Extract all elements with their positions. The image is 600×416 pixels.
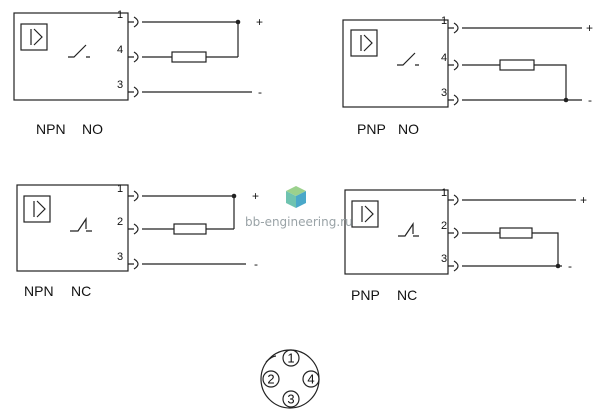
diagram-npn-no: 1 4 3 + - NPN NO bbox=[13, 9, 263, 137]
connector-pinout: 1 2 3 4 bbox=[260, 349, 320, 409]
connector-pin-2 bbox=[262, 370, 280, 388]
pin-label: 1 bbox=[117, 183, 123, 195]
pin-label: 3 bbox=[117, 79, 123, 91]
pin-label: 2 bbox=[117, 216, 123, 228]
no-switch-icon bbox=[397, 52, 419, 66]
no-switch-icon bbox=[68, 44, 90, 58]
watermark-text: bb-engineering.ru bbox=[245, 215, 353, 229]
junction-dot bbox=[555, 263, 561, 269]
sensor-symbol-icon bbox=[23, 195, 51, 223]
pin-label: 2 bbox=[441, 220, 447, 232]
load-resistor bbox=[171, 51, 207, 63]
connector-pin-label: 4 bbox=[307, 372, 314, 387]
junction-dot bbox=[563, 97, 569, 103]
connector-pin-4 bbox=[302, 370, 320, 388]
supply-minus: - bbox=[588, 93, 592, 107]
pin-label: 4 bbox=[441, 52, 447, 64]
supply-plus: + bbox=[580, 193, 587, 207]
supply-plus: + bbox=[252, 189, 259, 203]
sensor-symbol-icon bbox=[351, 200, 379, 228]
watermark: bb-engineering.ru bbox=[245, 186, 353, 229]
connector-pin-1 bbox=[282, 349, 300, 367]
connector-key-notch bbox=[265, 355, 277, 363]
transistor-type: NPN bbox=[24, 283, 54, 299]
supply-plus: + bbox=[586, 21, 593, 35]
load-resistor bbox=[499, 227, 533, 239]
load-resistor bbox=[173, 223, 207, 235]
diagram-npn-nc: 1 2 3 + - NPN NC bbox=[16, 183, 259, 299]
pin-label: 3 bbox=[441, 87, 447, 99]
junction-dot bbox=[231, 193, 237, 199]
transistor-type: PNP bbox=[351, 287, 380, 303]
supply-minus: - bbox=[258, 85, 262, 99]
diagram-pnp-nc: 1 2 3 + - PNP NC bbox=[344, 187, 587, 303]
pin-label: 3 bbox=[441, 253, 447, 265]
pin-label: 4 bbox=[117, 44, 123, 56]
pin-label: 1 bbox=[441, 187, 447, 199]
sensor-symbol-icon bbox=[20, 23, 48, 51]
contact-type: NC bbox=[71, 283, 91, 299]
connector-pin-label: 2 bbox=[267, 372, 274, 387]
contact-type: NC bbox=[397, 287, 417, 303]
connector-pin-3 bbox=[282, 390, 300, 408]
sensor-symbol-icon bbox=[33, 28, 43, 46]
supply-minus: - bbox=[254, 257, 258, 271]
pin-label: 1 bbox=[441, 15, 447, 27]
supply-minus: - bbox=[568, 259, 572, 273]
sensor-symbol-icon bbox=[350, 29, 378, 57]
load-resistor bbox=[499, 59, 535, 71]
nc-switch-icon bbox=[70, 217, 92, 232]
junction-dot bbox=[235, 19, 241, 25]
nc-switch-icon bbox=[398, 222, 419, 237]
transistor-type: NPN bbox=[36, 121, 66, 137]
transistor-type: PNP bbox=[357, 121, 386, 137]
connector-pin-label: 3 bbox=[287, 392, 294, 407]
pin-label: 3 bbox=[117, 251, 123, 263]
supply-plus: + bbox=[256, 15, 263, 29]
diagram-pnp-no: 1 4 3 + - PNP NO bbox=[342, 15, 593, 137]
pin-label: 1 bbox=[117, 9, 123, 21]
contact-type: NO bbox=[82, 121, 103, 137]
connector-pin-label: 1 bbox=[287, 351, 294, 366]
cube-logo-icon bbox=[286, 186, 306, 208]
contact-type: NO bbox=[398, 121, 419, 137]
